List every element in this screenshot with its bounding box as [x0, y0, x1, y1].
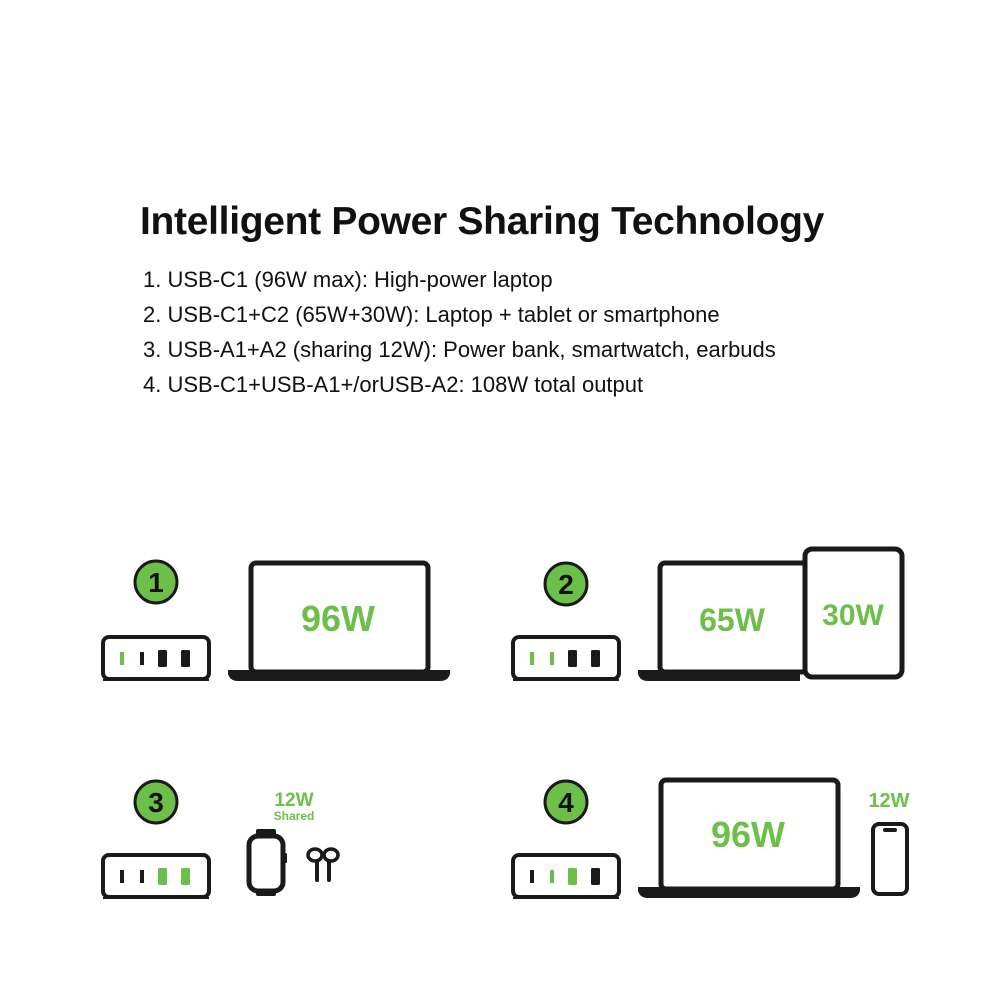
feature-item-1: 1. USB-C1 (96W max): High-power laptop	[143, 267, 553, 292]
scenario-1-number: 1	[148, 567, 164, 598]
charger-icon	[101, 635, 211, 681]
scenario-1: 1 96W	[101, 559, 450, 681]
feature-item-3: 3. USB-A1+A2 (sharing 12W): Power bank, …	[143, 337, 776, 362]
scenario-1-laptop-watts: 96W	[301, 598, 375, 639]
laptop-icon: 96W	[638, 777, 860, 898]
scenario-1-badge: 1	[133, 559, 179, 605]
charger-icon	[101, 853, 211, 899]
scenario-2-badge: 2	[543, 561, 589, 607]
scenario-3-badge: 3	[133, 779, 179, 825]
scenario-4-number: 4	[558, 787, 574, 818]
scenario-2-tablet-watts: 30W	[822, 599, 884, 632]
charger-icon	[511, 635, 621, 681]
smartwatch-icon	[246, 829, 287, 896]
laptop-icon: 65W	[638, 560, 840, 681]
scenario-4-laptop-watts: 96W	[711, 814, 785, 855]
scenario-3: 3 12W Shared	[101, 779, 340, 899]
feature-item-2: 2. USB-C1+C2 (65W+30W): Laptop + tablet …	[143, 302, 720, 327]
scenario-4-phone-watts: 12W	[868, 790, 909, 812]
scenario-2: 2 65W 30W	[511, 546, 905, 681]
charger-icon	[511, 853, 621, 899]
scenario-2-number: 2	[558, 569, 574, 600]
smartphone-icon	[871, 822, 909, 896]
scenario-3-shared-label: Shared	[274, 809, 315, 823]
scenario-3-shared-watts: 12W	[274, 790, 313, 811]
feature-item-4: 4. USB-C1+USB-A1+/orUSB-A2: 108W total o…	[143, 372, 644, 397]
scenario-2-laptop-watts: 65W	[699, 602, 766, 638]
earbuds-icon	[306, 847, 340, 882]
laptop-icon: 96W	[228, 560, 450, 681]
scenario-4-badge: 4	[543, 779, 589, 825]
scenario-3-number: 3	[148, 787, 164, 818]
tablet-icon: 30W	[802, 546, 905, 680]
page-title: Intelligent Power Sharing Technology	[140, 200, 825, 243]
feature-list: 1. USB-C1 (96W max): High-power laptop 2…	[143, 262, 776, 402]
scenario-4: 4 96W 12W	[511, 777, 910, 899]
